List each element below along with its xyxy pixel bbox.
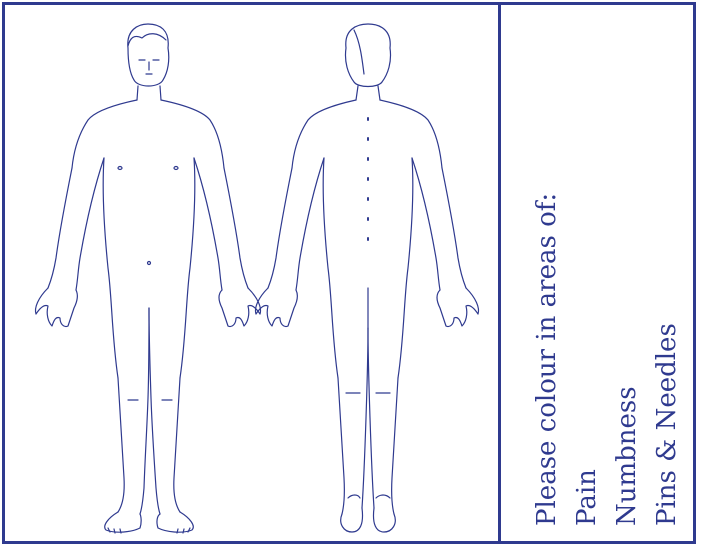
back-body-figure[interactable] xyxy=(256,24,479,532)
legend-instruction: Please colour in areas of: xyxy=(527,6,567,526)
front-body-figure[interactable] xyxy=(36,24,261,533)
frame-divider xyxy=(498,2,501,544)
legend-text: Please colour in areas of: Pain Numbness… xyxy=(527,6,687,526)
body-diagram-svg xyxy=(8,8,494,538)
legend-option-pins-needles: Pins & Needles xyxy=(647,6,687,526)
legend-option-numbness: Numbness xyxy=(607,6,647,526)
legend-option-pain: Pain xyxy=(567,6,607,526)
legend-panel: Please colour in areas of: Pain Numbness… xyxy=(505,8,691,538)
body-figures-panel[interactable] xyxy=(8,8,494,538)
